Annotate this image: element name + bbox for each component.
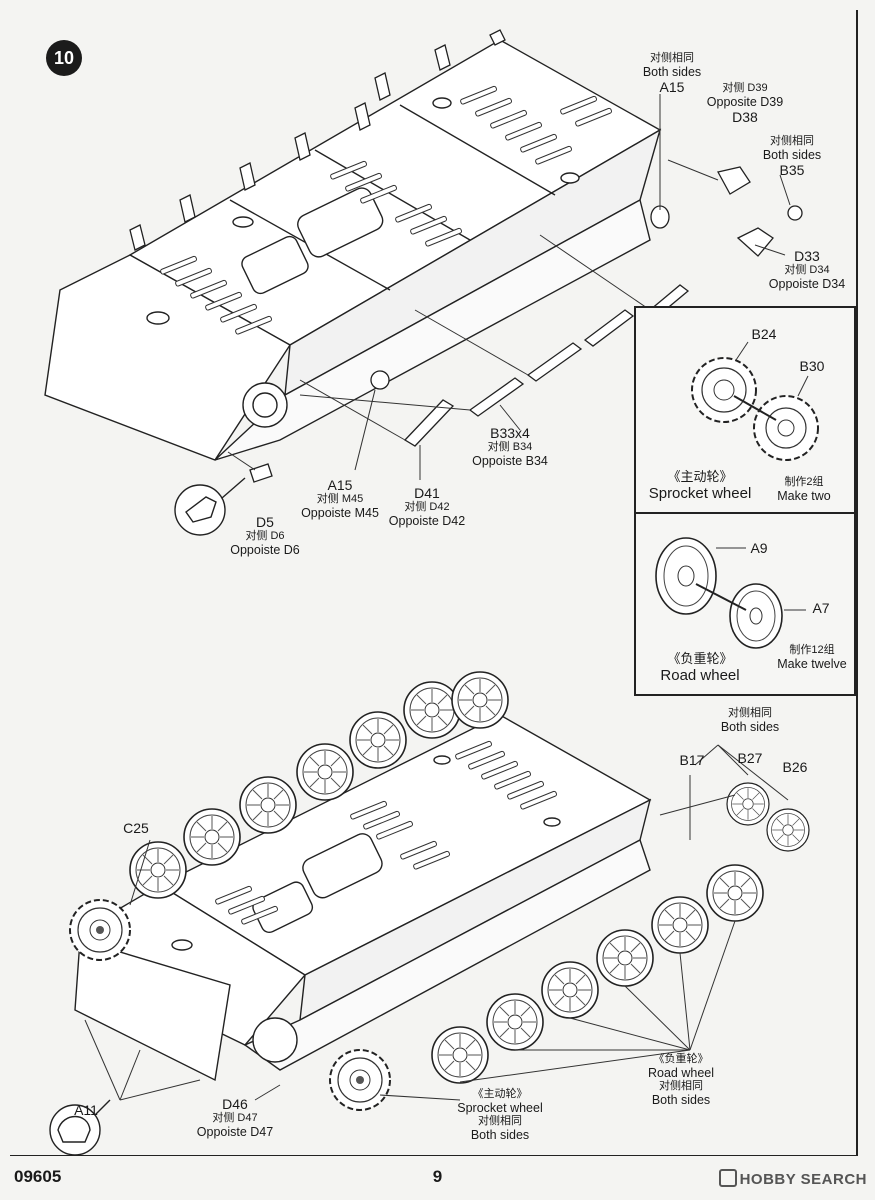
page-border-bottom — [10, 1155, 858, 1156]
road-wheel-inset-drawing — [655, 537, 806, 649]
label-a7: A7 — [812, 600, 830, 616]
lower-hull-drawing — [74, 714, 652, 1082]
d5-callout — [174, 477, 246, 536]
step-number-badge: 10 — [46, 40, 82, 76]
page-border-right — [856, 10, 858, 1155]
sprocket-inset-drawing — [691, 341, 819, 461]
label-d46: D46 对侧 D47 Oppoiste D47 — [196, 1096, 274, 1139]
label-a15-opposite-m45: A15 对侧 M45 Oppoiste M45 — [301, 477, 379, 520]
label-c25: C25 — [123, 820, 149, 836]
product-code: 09605 — [14, 1167, 62, 1186]
label-b17: B17 — [679, 752, 705, 768]
label-d33: D33 对侧 D34 Oppoiste D34 — [768, 248, 846, 291]
lower-leader-lines — [84, 744, 789, 1101]
a11-callout — [49, 1099, 111, 1156]
watermark-logo-icon — [718, 1169, 737, 1187]
page-number: 9 — [432, 1167, 443, 1186]
road-wheel-inset: A9 A7 《负重轮》 Road wheel 制作12组 Make twelve — [634, 512, 856, 696]
upper-hull-drawing — [44, 39, 662, 461]
label-both-sides-lower: 对侧相同 Both sides — [720, 707, 780, 734]
label-a15-both-sides: 对侧相同 Both sides A15 — [642, 52, 702, 96]
road-wheel-caption: 《负重轮》 Road wheel — [660, 651, 740, 684]
upper-leader-lines — [227, 94, 791, 480]
label-b30: B30 — [799, 358, 825, 374]
label-d41: D41 对侧 D42 Oppoiste D42 — [388, 485, 466, 528]
upper-exploded-parts — [249, 166, 803, 483]
label-b26: B26 — [782, 759, 808, 775]
sprocket-wheel-inset: B24 B30 《主动轮》 Sprocket wheel 制作2组 Make t… — [634, 306, 856, 514]
label-b27: B27 — [737, 750, 763, 766]
label-sprocket-wheel-lower: 《主动轮》 Sprocket wheel 对侧相同 Both sides — [457, 1088, 543, 1142]
sprocket-make-note: 制作2组 Make two — [777, 476, 831, 503]
label-d38: 对侧 D39 Opposite D39 D38 — [706, 82, 784, 126]
upper-suspension-arms — [129, 29, 506, 251]
label-a11: A11 — [74, 1102, 98, 1118]
label-road-wheel-lower: 《负重轮》 Road wheel 对侧相同 Both sides — [647, 1053, 714, 1107]
road-wheel-make-note: 制作12组 Make twelve — [777, 644, 847, 671]
label-d5: D5 对侧 D6 Oppoiste D6 — [230, 514, 300, 557]
label-b35: 对侧相同 Both sides B35 — [762, 135, 822, 179]
sprocket-caption: 《主动轮》 Sprocket wheel — [648, 469, 752, 502]
watermark: HOBBY SEARCH — [718, 1169, 867, 1188]
label-b24: B24 — [751, 326, 777, 342]
label-b33x4: B33x4 对侧 B34 Oppoiste B34 — [472, 425, 548, 468]
label-a9: A9 — [750, 540, 768, 556]
